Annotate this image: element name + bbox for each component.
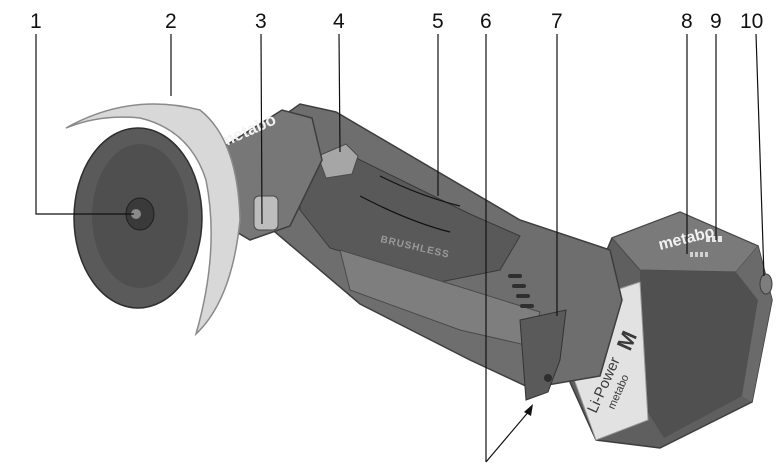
callout-7: 7 bbox=[551, 10, 563, 33]
leader-6-arrowhead bbox=[524, 404, 533, 416]
callout-labels: 1 2 3 4 5 6 7 8 9 10 bbox=[30, 10, 763, 33]
tool-illustration: metabo Li-Power metabo M BRUSHLESS bbox=[65, 103, 773, 449]
callout-1: 1 bbox=[30, 10, 42, 33]
charge-indicator bbox=[690, 236, 722, 257]
leader-4 bbox=[338, 33, 341, 153]
handle-grip bbox=[299, 149, 521, 283]
battery-release-button bbox=[759, 273, 773, 295]
callout-6: 6 bbox=[480, 10, 492, 33]
tool-body: BRUSHLESS metabo bbox=[205, 103, 623, 401]
callout-3: 3 bbox=[255, 10, 267, 33]
callout-8: 8 bbox=[681, 10, 693, 33]
callout-9: 9 bbox=[710, 10, 722, 33]
leader-3 bbox=[260, 33, 263, 225]
callout-5: 5 bbox=[432, 10, 444, 33]
wheel-guard bbox=[65, 103, 241, 337]
callout-10: 10 bbox=[740, 10, 763, 33]
ventilation-slots bbox=[508, 274, 534, 308]
leader-lines bbox=[35, 33, 765, 463]
cutting-disc-assembly bbox=[65, 103, 241, 337]
callout-2: 2 bbox=[165, 10, 177, 33]
slide-switch bbox=[317, 143, 359, 179]
battery-pack: metabo Li-Power metabo M bbox=[559, 211, 773, 449]
leader-10 bbox=[755, 33, 765, 277]
leader-6b bbox=[485, 409, 531, 463]
leader-1 bbox=[35, 34, 134, 215]
callout-4: 4 bbox=[333, 10, 345, 33]
spindle-lock-button bbox=[253, 195, 279, 231]
battery-latch bbox=[519, 309, 567, 401]
